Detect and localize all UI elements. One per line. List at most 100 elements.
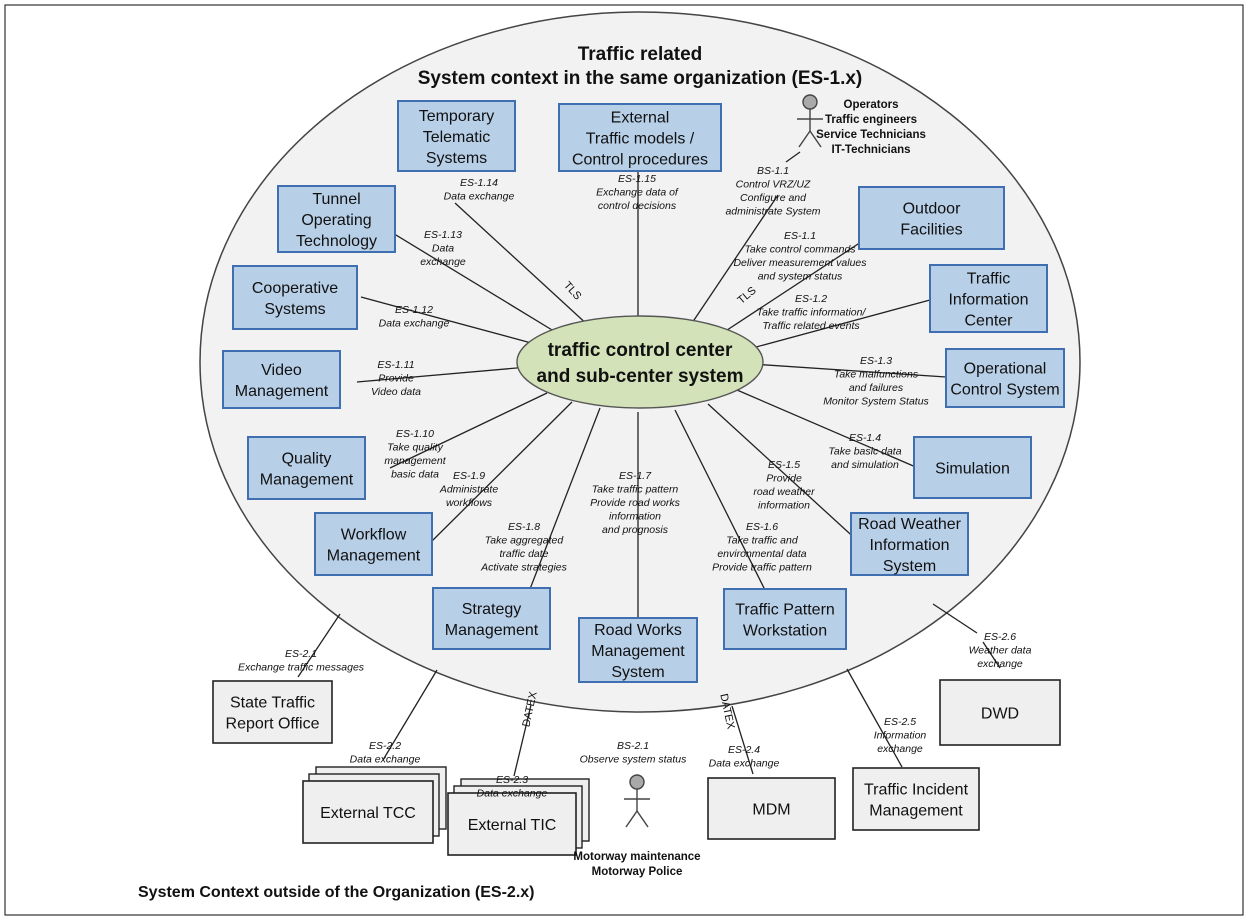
system-box-label: Video: [261, 362, 302, 379]
external-box-label: Management: [869, 803, 963, 820]
system-box-label: Technology: [296, 233, 377, 250]
interface-label-es-1-6-line: Provide traffic pattern: [712, 562, 812, 574]
system-box-frame: [850, 512, 969, 576]
system-box-label: Traffic Pattern: [735, 602, 835, 619]
interface-label-es-1-5-line: information: [758, 500, 810, 512]
system-box-label: Management: [445, 622, 539, 639]
spoke-es-1-5: [707, 403, 861, 544]
external-system-mdm[interactable]: MDM: [707, 777, 836, 840]
actor-bottom-roles-line: Motorway maintenance: [573, 851, 700, 863]
interface-label-es-1-9-line: ES-1.9: [453, 470, 485, 482]
system-box-label: Road Works: [594, 622, 682, 639]
interface-label-es-2-4-line: Data exchange: [709, 758, 780, 770]
interface-label-es-1-1-line: Take control commands: [744, 244, 856, 256]
actor-leg-left: [625, 810, 638, 828]
external-system-external-tcc[interactable]: External TCC: [302, 766, 447, 844]
system-box-frame: [222, 350, 341, 409]
interface-label-es-1-7-line: and prognosis: [602, 524, 669, 536]
spoke-es-2-6: [932, 603, 978, 634]
interface-label-es-2-6-line: exchange: [977, 658, 1023, 670]
interface-label-es-1-7-line: Provide road works: [590, 497, 681, 509]
external-box-frame: [852, 767, 980, 831]
external-box-frame: [939, 679, 1061, 746]
external-box-label: DWD: [981, 706, 1019, 723]
center-label-line: and sub-center system: [537, 366, 744, 387]
actor-top-icon[interactable]: [797, 94, 823, 148]
interface-label-es-2-1-line: ES-2.1: [285, 648, 317, 660]
header-title-line2: System context in the same organization …: [418, 68, 863, 89]
system-box-label: Management: [260, 472, 354, 489]
system-box-frame: [558, 103, 722, 172]
system-box-label: Information: [948, 292, 1028, 309]
system-box-label: Information: [869, 537, 949, 554]
interface-label-es-2-2-line: ES-2.2: [369, 740, 401, 752]
system-box-frame: [277, 185, 396, 253]
system-box-frame: [432, 587, 551, 650]
external-box-frame: [302, 780, 434, 844]
interface-label-es-1-6-line: ES-1.6: [746, 521, 778, 533]
spoke-es-1-6: [674, 409, 766, 591]
system-box-label: Management: [591, 643, 685, 660]
spoke-es-2-5: [846, 668, 903, 768]
traffic-control-center[interactable]: [516, 315, 764, 409]
interface-label-es-2-5-line: exchange: [877, 743, 923, 755]
interface-label-es-2-3-line: Data exchange: [477, 788, 548, 800]
interface-label-es-1-3-line: ES-1.3: [860, 355, 892, 367]
actor-head-icon: [629, 774, 645, 790]
spoke-es-2-4: [731, 705, 754, 775]
external-box-frame: [707, 777, 836, 840]
system-box-frame: [913, 436, 1032, 499]
external-box-label: State Traffic: [230, 695, 315, 712]
system-box-frame: [723, 588, 847, 650]
interface-label-es-2-2-line: Data exchange: [350, 754, 421, 766]
actor-bottom-icon[interactable]: [624, 774, 650, 828]
interface-label-es-2-5-line: ES-2.5: [884, 716, 916, 728]
external-system-external-tic[interactable]: External TIC: [447, 778, 590, 856]
spoke-es-1-13: [367, 217, 558, 334]
interface-label-es-1-7-line: ES-1.7: [619, 470, 652, 482]
interface-label-es-1-11-line: Provide: [378, 373, 414, 385]
system-box-label: Control procedures: [572, 152, 708, 169]
center-label-line: traffic control center: [548, 340, 733, 361]
interface-label-es-1-3-line: and failures: [849, 382, 904, 394]
system-box-label: Management: [327, 548, 421, 565]
system-box-label: Workstation: [743, 623, 827, 640]
external-system-dwd[interactable]: DWD: [939, 679, 1061, 746]
spoke-es-1-4: [736, 389, 919, 469]
system-box-simulation[interactable]: Simulation: [913, 436, 1032, 499]
spoke-es-1-9: [429, 401, 573, 544]
external-box-label: MDM: [752, 802, 790, 819]
interface-label-es-1-3-line: Monitor System Status: [823, 396, 929, 408]
interface-label-es-1-12-line: ES-1.12: [395, 304, 433, 316]
system-box-frame: [314, 512, 433, 576]
interface-label-es-1-1-line: Deliver measurement values: [733, 257, 867, 269]
interface-label-es-1-11-line: Video data: [371, 386, 421, 398]
interface-label-es-2-5-line: Information: [874, 730, 927, 742]
system-box-label: Workflow: [341, 527, 407, 544]
system-box-label: Management: [235, 383, 329, 400]
